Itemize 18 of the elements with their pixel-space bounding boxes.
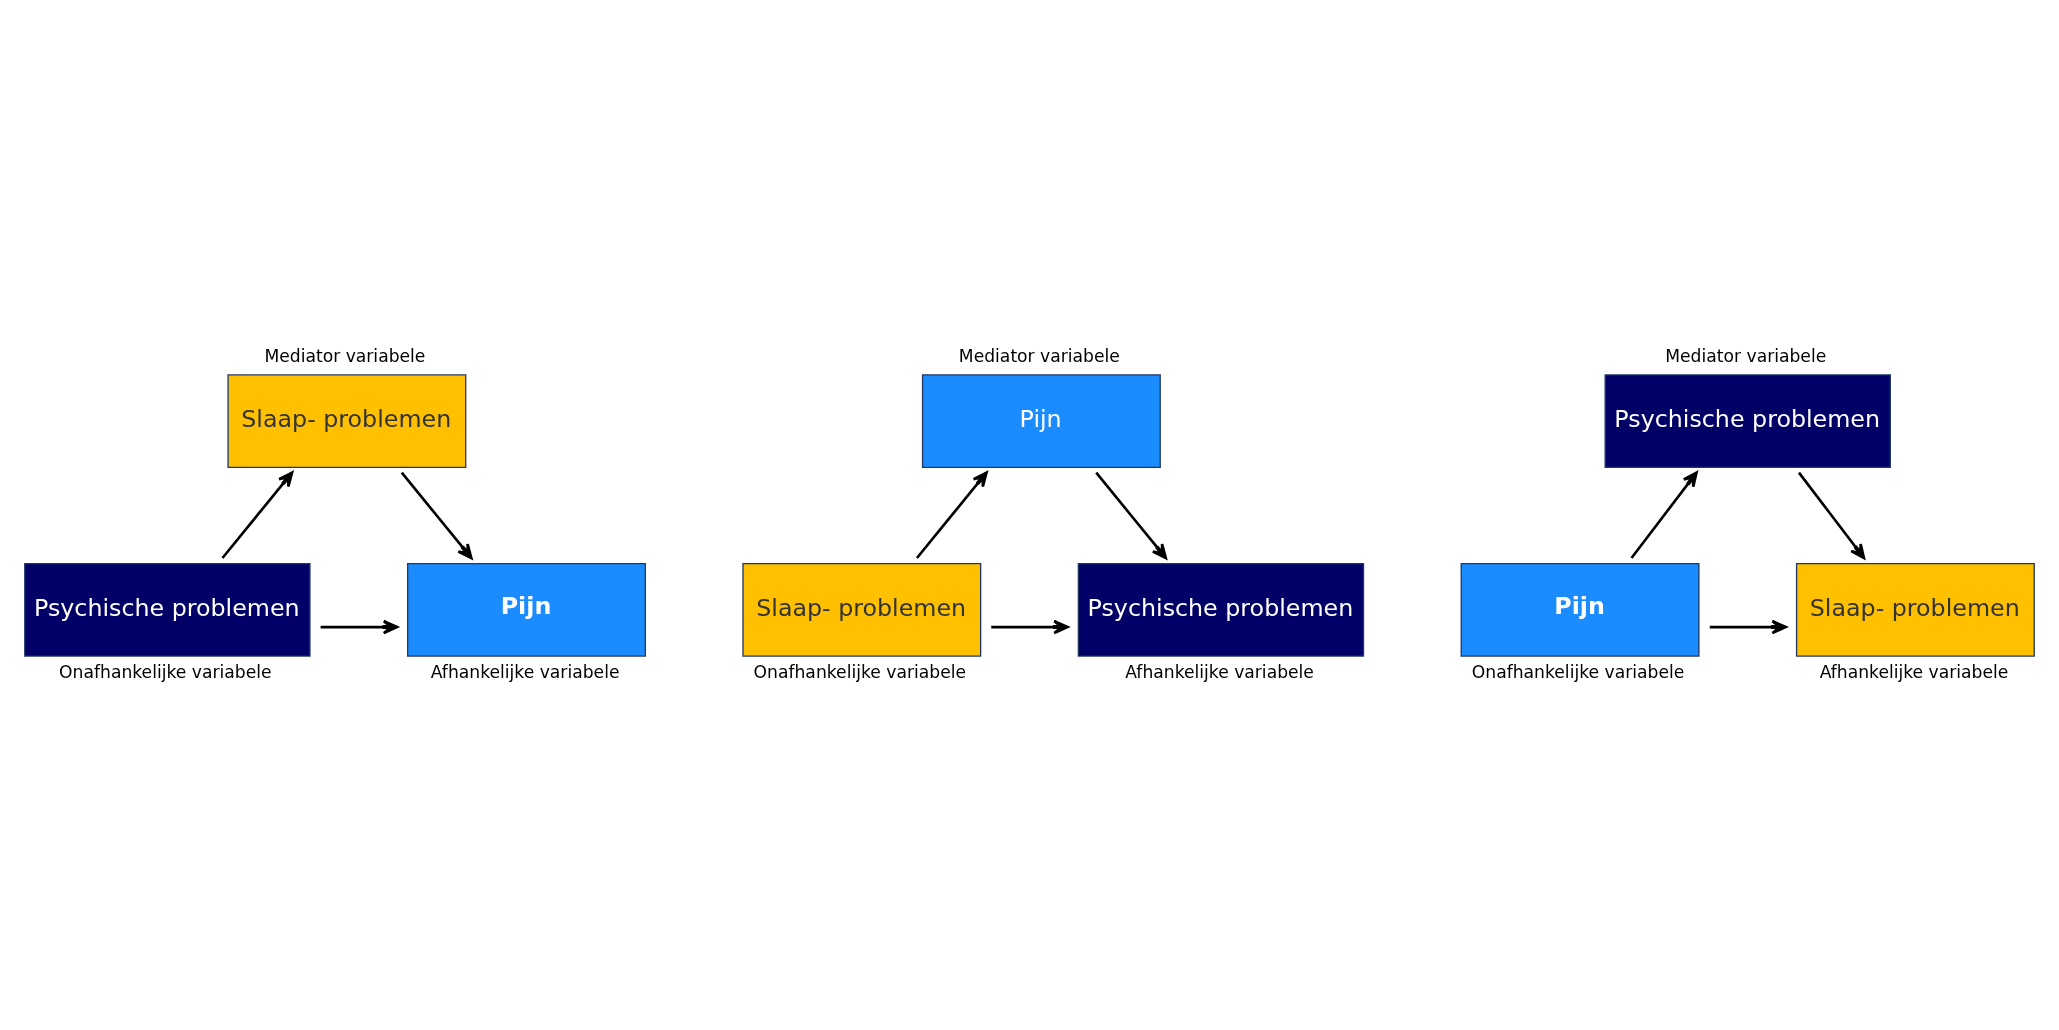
- node-label: Mediator variabele: [1665, 345, 1827, 366]
- arrow: [915, 470, 988, 559]
- arrow: [1709, 619, 1787, 634]
- arrow: [221, 470, 294, 559]
- arrow: [1797, 471, 1866, 559]
- node-label: Mediator variabele: [264, 345, 426, 366]
- node-label: Onafhankelijke variabele: [59, 661, 272, 682]
- node-label: Afhankelijke variabele: [1819, 661, 2009, 682]
- arrow: [400, 471, 473, 559]
- arrow: [320, 619, 399, 634]
- node-label: Onafhankelijke variabele: [1471, 661, 1685, 682]
- node-label: Onafhankelijke variabele: [753, 661, 967, 682]
- arrow: [1630, 470, 1698, 559]
- arrow: [1095, 471, 1168, 559]
- node-label: Afhankelijke variabele: [430, 661, 620, 682]
- node-label: Afhankelijke variabele: [1125, 661, 1314, 682]
- arrow: [991, 619, 1069, 634]
- node-label: Mediator variabele: [958, 345, 1120, 366]
